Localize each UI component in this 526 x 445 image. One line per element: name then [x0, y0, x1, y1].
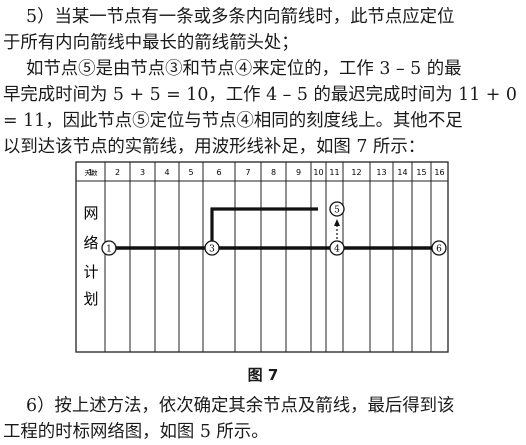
- paragraph-line-2: 于所有内向箭线中最长的箭线箭头处；: [3, 33, 299, 53]
- grid-vertical-lines: [104, 162, 432, 352]
- day-column-label: 16: [434, 168, 444, 177]
- node-4: 4: [329, 240, 345, 256]
- grid-frame: [75, 161, 449, 353]
- row-label-char: 络: [83, 234, 98, 252]
- svg-text:4: 4: [334, 245, 340, 255]
- svg-text:6: 6: [436, 245, 442, 255]
- day-column-label: 14: [397, 168, 407, 177]
- node-5: 5: [329, 201, 345, 217]
- paragraph-line-1: 5）当某一节点有一条或多条内向箭线时，此节点应定位: [26, 7, 455, 27]
- paragraph-line-5: = 11，因此节点⑤定位与节点④相同的刻度线上。其他不足: [3, 111, 463, 131]
- svg-text:5: 5: [334, 206, 340, 216]
- day-column-label: 15: [416, 168, 426, 177]
- paragraph-line-4: 早完成时间为 5 + 5 = 10，工作 4 – 5 的最迟完成时间为 11 +…: [3, 85, 517, 105]
- node-3: 3: [204, 240, 220, 256]
- footer-line-2: 工程的时标网络图，如图 5 所示。: [3, 422, 269, 442]
- day-column-label: 2: [115, 168, 120, 177]
- day-column-label: 5: [188, 168, 193, 177]
- day-column-label: 8: [271, 168, 276, 177]
- day-column-label: 1: [88, 168, 93, 177]
- corner-label: 天数: [85, 168, 99, 177]
- footer-line-1: 6）按上述方法，依次确定其余节点及箭线，最后得到该: [26, 396, 455, 416]
- svg-text:1: 1: [106, 245, 112, 255]
- row-label-char: 划: [83, 290, 98, 308]
- row-label-char: 计: [83, 263, 98, 281]
- day-column-label: 3: [140, 168, 145, 177]
- day-column-label: 13: [376, 168, 386, 177]
- row-label-char: 网: [83, 204, 98, 222]
- activity-3-5-line: [210, 207, 318, 248]
- day-column-label: 6: [216, 168, 221, 177]
- paragraph-line-3: 如节点⑤是由节点③和节点④来定位的，工作 3 – 5 的最: [26, 59, 462, 79]
- day-column-label: 10: [313, 168, 323, 177]
- node-1: 1: [101, 240, 117, 256]
- node-6: 6: [431, 240, 447, 256]
- connector-arrowhead: [334, 219, 340, 226]
- day-column-label: 9: [296, 168, 301, 177]
- day-column-label: 11: [329, 168, 339, 177]
- svg-text:3: 3: [209, 245, 215, 255]
- figure-caption: 图 7: [247, 366, 279, 384]
- day-column-label: 4: [164, 168, 169, 177]
- day-column-label: 7: [245, 168, 250, 177]
- day-column-label: 12: [351, 168, 361, 177]
- paragraph-line-6: 以到达该节点的实箭线，用波形线补足，如图 7 所示：: [3, 137, 426, 157]
